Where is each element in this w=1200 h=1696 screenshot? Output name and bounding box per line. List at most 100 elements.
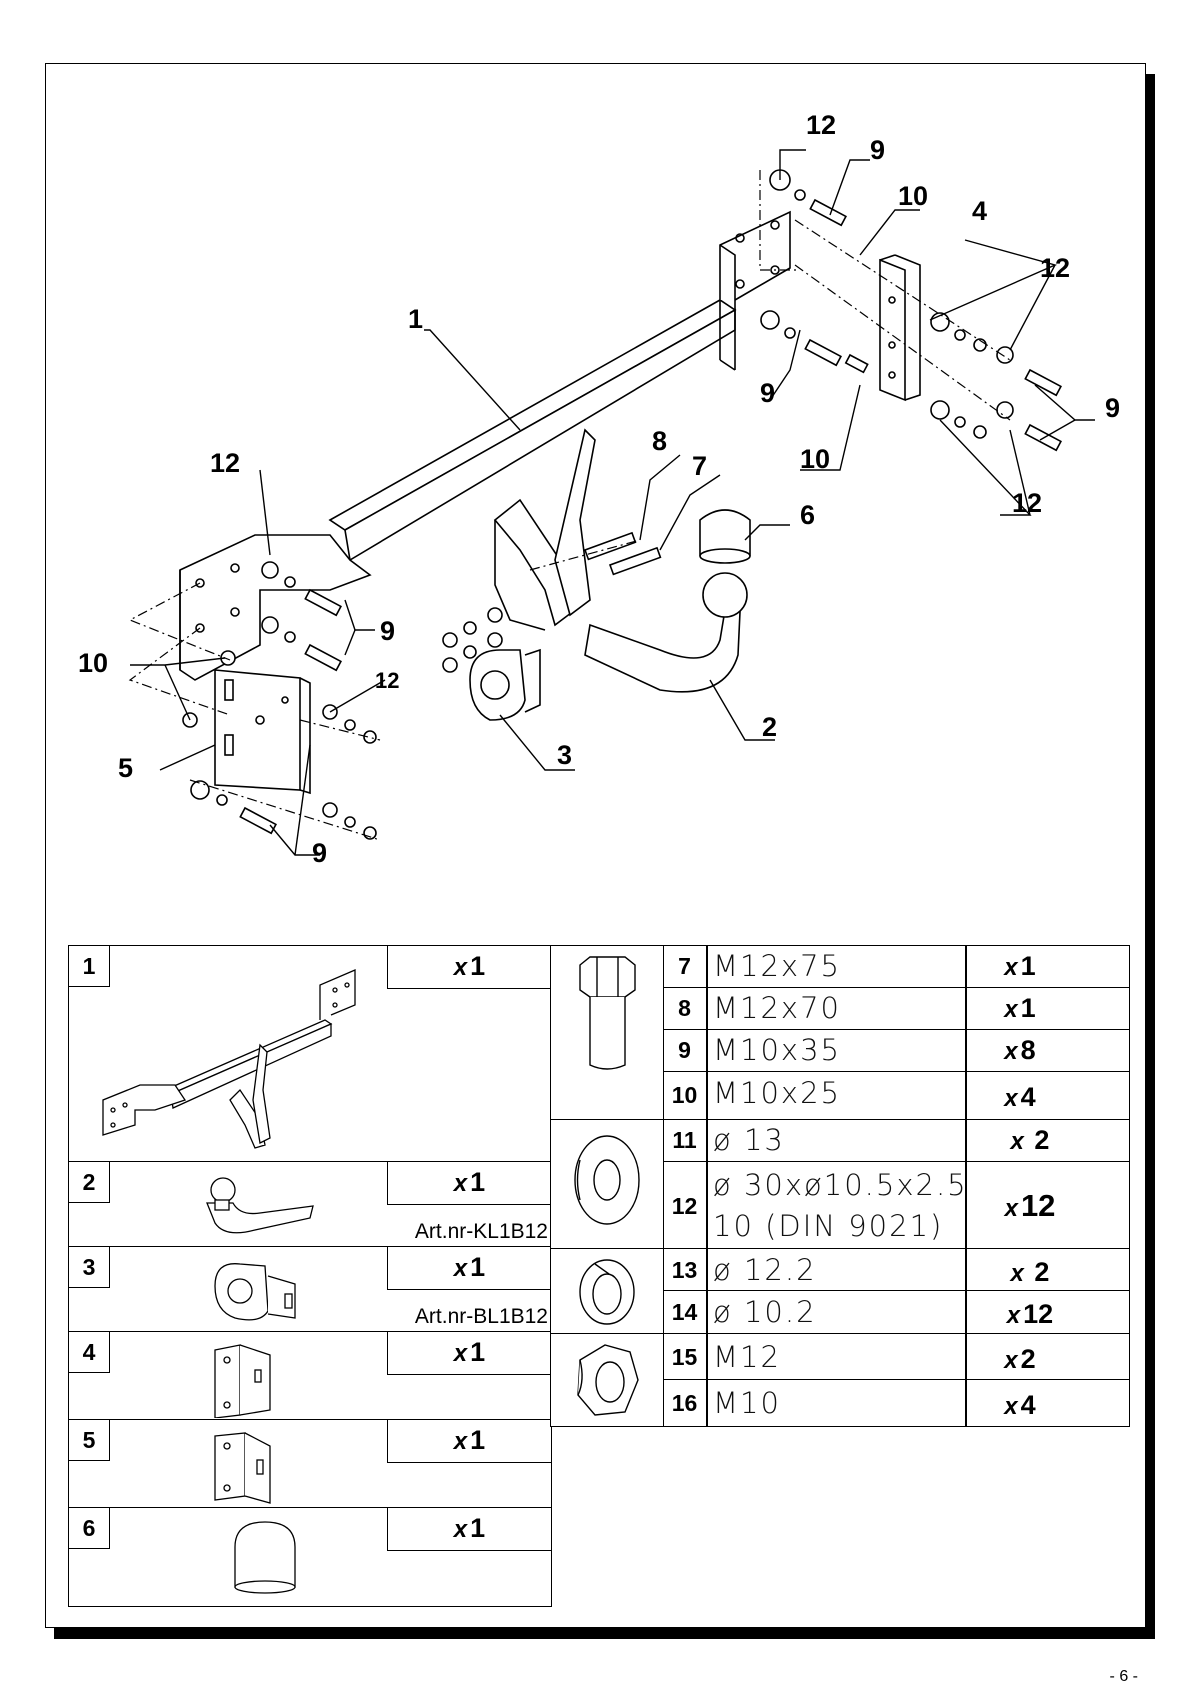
callout-10-left: 10 bbox=[78, 648, 109, 678]
row-number: 11 bbox=[672, 1127, 697, 1153]
qty-x: x bbox=[1004, 1085, 1018, 1112]
qty-n: 1 bbox=[470, 1425, 486, 1455]
callout-9-bottom: 9 bbox=[312, 838, 328, 868]
row-spec: M10x25 bbox=[713, 1076, 841, 1110]
qty-x: x bbox=[1010, 1260, 1024, 1287]
qty-x: x bbox=[1010, 1128, 1024, 1155]
leader-lines bbox=[130, 149, 1095, 856]
plate-4-drawing bbox=[879, 254, 921, 402]
qty-x: x bbox=[1004, 1393, 1018, 1420]
row-12 bbox=[663, 1161, 1130, 1250]
row-qty: x 2 bbox=[965, 1251, 1095, 1295]
assembly-lines bbox=[128, 170, 1011, 841]
qty-x: x bbox=[453, 1516, 468, 1543]
callout-6: 6 bbox=[800, 500, 816, 530]
row-11 bbox=[663, 1119, 1130, 1163]
row-number: 8 bbox=[678, 995, 691, 1021]
callout-12-left: 12 bbox=[210, 448, 241, 478]
plate-4-thumbnail bbox=[214, 1344, 271, 1418]
qty-x: x bbox=[453, 1170, 468, 1197]
row-number: 13 bbox=[671, 1257, 698, 1283]
row-number: 10 bbox=[671, 1082, 698, 1108]
row-number: 9 bbox=[678, 1037, 691, 1063]
row-spec: M12x70 bbox=[713, 991, 841, 1025]
qty-n: 12 bbox=[1020, 1188, 1056, 1223]
row-number: 12 bbox=[671, 1193, 698, 1219]
part-number: 4 bbox=[68, 1331, 110, 1373]
qty-x: x bbox=[453, 1428, 468, 1455]
qty-box bbox=[387, 1246, 552, 1290]
qty-x: x bbox=[453, 1340, 468, 1367]
callout-4: 4 bbox=[972, 196, 988, 226]
callout-12-top: 12 bbox=[806, 110, 837, 140]
callout-12-left-bracket: 12 bbox=[375, 668, 400, 693]
callout-5: 5 bbox=[118, 753, 134, 783]
row-spec: M12x75 bbox=[713, 949, 841, 983]
row-qty: x 2 bbox=[965, 1119, 1095, 1163]
callout-10-top: 10 bbox=[898, 181, 929, 211]
part-number: 5 bbox=[68, 1419, 110, 1461]
qty-box bbox=[387, 945, 552, 989]
col-divider-num bbox=[706, 945, 708, 1427]
row-15 bbox=[663, 1333, 1130, 1381]
row-spec: M10 bbox=[713, 1386, 781, 1420]
qty-n: 4 bbox=[1020, 1082, 1036, 1112]
crossbar-thumbnail bbox=[102, 969, 356, 1149]
article-number: Art.nr-KL1B12 bbox=[414, 1220, 548, 1243]
row-8 bbox=[663, 987, 1130, 1031]
row-14 bbox=[663, 1290, 1130, 1335]
qty-box bbox=[387, 1331, 552, 1375]
assembly-diagram bbox=[128, 149, 1095, 856]
row-10 bbox=[663, 1071, 1130, 1121]
qty-n: 12 bbox=[1023, 1299, 1054, 1329]
part-number: 3 bbox=[68, 1246, 110, 1288]
part-number: 6 bbox=[68, 1507, 110, 1549]
qty-x: x bbox=[1006, 1302, 1021, 1329]
lock-washer-icon bbox=[579, 1259, 635, 1325]
socket-plate-drawing bbox=[469, 648, 541, 721]
page-number: - 6 - bbox=[1109, 1668, 1138, 1685]
cap-thumbnail bbox=[234, 1521, 296, 1594]
row-spec: ø 10.2 bbox=[713, 1295, 817, 1329]
callout-12-right: 12 bbox=[1040, 253, 1071, 283]
qty-n: 2 bbox=[1034, 1125, 1050, 1155]
qty-n: 1 bbox=[1020, 951, 1036, 981]
qty-n: 1 bbox=[470, 951, 486, 981]
callout-9-right: 9 bbox=[1105, 393, 1121, 423]
part-number: 2 bbox=[68, 1161, 110, 1203]
qty-n: 1 bbox=[470, 1337, 486, 1367]
qty-x: x bbox=[1004, 996, 1018, 1023]
qty-n: 2 bbox=[1020, 1344, 1036, 1374]
qty-n: 4 bbox=[1020, 1390, 1036, 1420]
row-number: 14 bbox=[671, 1299, 698, 1325]
bolt-icon bbox=[579, 956, 636, 1070]
towball-drawing bbox=[584, 509, 751, 693]
plate-5-thumbnail bbox=[214, 1432, 271, 1504]
qty-x: x bbox=[453, 1255, 468, 1282]
fasteners-drawing bbox=[182, 169, 1062, 840]
towball-thumbnail bbox=[206, 1177, 314, 1234]
row-13 bbox=[663, 1248, 1130, 1292]
row-qty: x12 bbox=[965, 1185, 1095, 1230]
row-number: 16 bbox=[671, 1390, 698, 1416]
row-16 bbox=[663, 1379, 1130, 1427]
callout-7: 7 bbox=[692, 451, 708, 481]
qty-x: x bbox=[453, 954, 468, 981]
callout-10-mid: 10 bbox=[800, 444, 831, 474]
qty-x: x bbox=[1004, 1347, 1018, 1374]
article-number: Art.nr-BL1B12 bbox=[414, 1305, 548, 1328]
row-number: 15 bbox=[671, 1344, 698, 1370]
row-number: 7 bbox=[678, 953, 691, 979]
qty-n: 1 bbox=[1020, 993, 1036, 1023]
qty-n: 8 bbox=[1020, 1035, 1036, 1065]
qty-box bbox=[387, 1419, 552, 1463]
